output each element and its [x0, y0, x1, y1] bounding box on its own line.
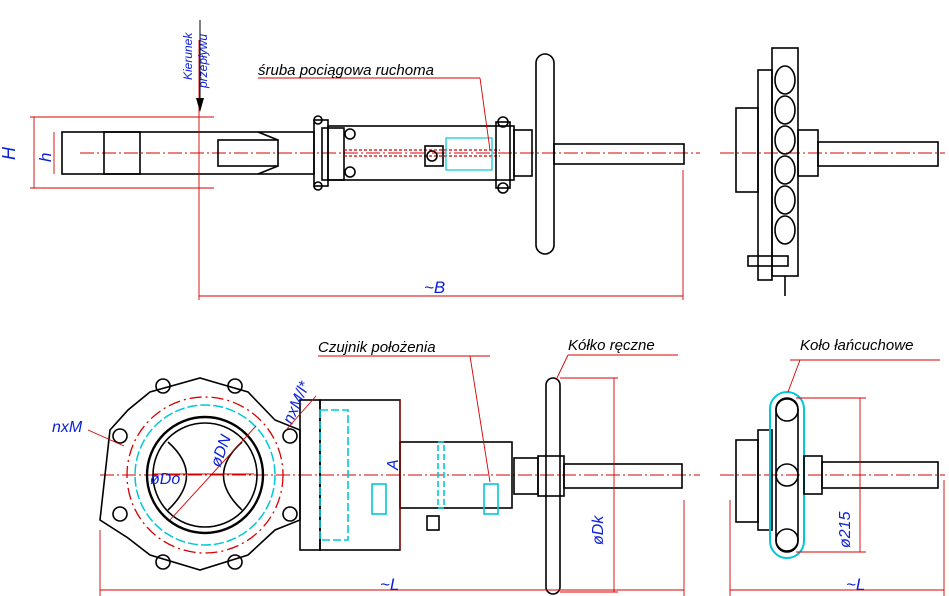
- position-sensor-label: Czujnik położenia: [318, 339, 436, 356]
- dim-Do-label: øDo: [150, 471, 180, 488]
- front-dimensions: [87, 354, 685, 596]
- dim-H-label: H: [0, 146, 19, 160]
- dim-215-label: ø215: [837, 511, 854, 548]
- dim-nxM-label: nxM: [52, 419, 83, 436]
- dim-A-label: A: [385, 459, 402, 471]
- handwheel-label: Kółko ręczne: [568, 337, 655, 354]
- dim-L-side-label: ~L: [846, 575, 865, 594]
- top-body-plate: [61, 131, 315, 175]
- bottom-side-dimensions: [729, 359, 945, 596]
- flow-direction-label-2: przepływu: [196, 34, 210, 89]
- chain-wheel-label: Koło łańcuchowe: [800, 337, 913, 354]
- top-side-view: [720, 47, 945, 296]
- top-view: [61, 53, 700, 255]
- moving-screw-label: śruba pociągowa ruchoma: [258, 62, 434, 79]
- dim-L-front-label: ~L: [380, 575, 399, 594]
- top-gate-stem: [217, 139, 279, 167]
- top-dimensions: [30, 20, 684, 300]
- dim-nxM-through-label: nxM/l*: [280, 378, 314, 426]
- flow-direction-label-1: Kierunek: [181, 32, 195, 80]
- bottom-side-view: [720, 391, 945, 559]
- dim-h-label: h: [36, 153, 55, 162]
- top-body-window: [103, 131, 141, 175]
- dim-B-label: ~B: [424, 278, 445, 297]
- dim-Dk-label: øDk: [590, 515, 607, 545]
- dim-DN-label: øDN: [208, 432, 235, 469]
